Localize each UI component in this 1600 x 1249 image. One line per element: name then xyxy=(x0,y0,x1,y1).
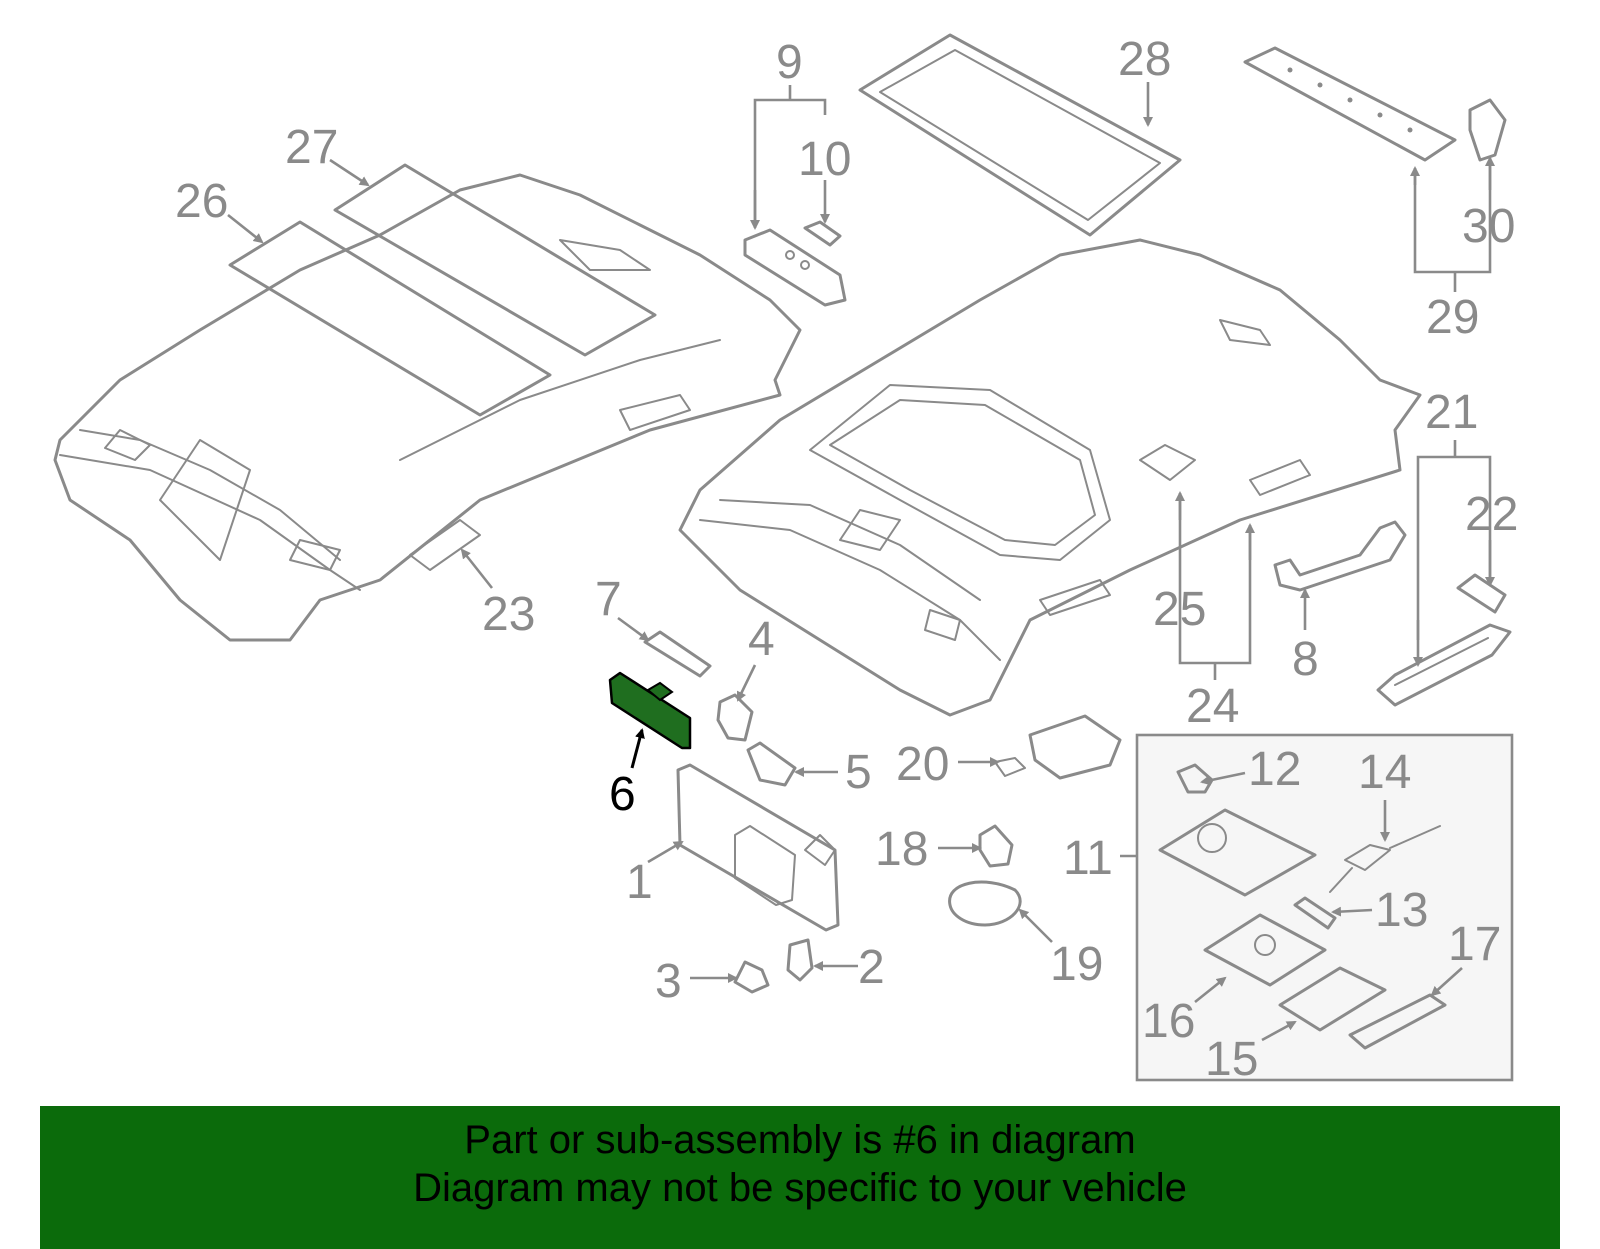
callout-22: 22 xyxy=(1465,488,1518,541)
clip-part-30 xyxy=(1468,98,1507,162)
callout-21: 21 xyxy=(1425,386,1478,439)
callout-8: 8 xyxy=(1292,633,1319,686)
screw-part-2 xyxy=(786,938,814,982)
callout-29: 29 xyxy=(1426,291,1479,344)
callout-26: 26 xyxy=(175,175,228,228)
callout-20: 20 xyxy=(896,738,949,791)
callout-3: 3 xyxy=(655,955,682,1008)
leader-lines xyxy=(227,82,1495,1042)
callout-18: 18 xyxy=(875,823,928,876)
callout-14: 14 xyxy=(1358,746,1411,799)
headliner-pad-part-27 xyxy=(333,163,657,357)
sun-visor-part-1 xyxy=(676,763,840,932)
callout-15: 15 xyxy=(1205,1033,1258,1086)
callout-24: 24 xyxy=(1186,680,1239,733)
callout-7: 7 xyxy=(595,573,622,626)
callout-5: 5 xyxy=(845,746,872,799)
bracket-part-7 xyxy=(643,630,712,678)
callout-13: 13 xyxy=(1375,884,1428,937)
callout-4: 4 xyxy=(748,613,775,666)
callout-17: 17 xyxy=(1448,918,1501,971)
mirror-part-6-highlighted xyxy=(608,671,692,750)
callout-25: 25 xyxy=(1153,583,1206,636)
callout-10: 10 xyxy=(798,133,851,186)
grab-handle-part-8 xyxy=(1273,520,1407,592)
callout-12: 12 xyxy=(1248,743,1301,796)
mount-part-4 xyxy=(716,693,754,742)
callout-16: 16 xyxy=(1142,995,1195,1048)
callout-27: 27 xyxy=(285,121,338,174)
lamp-part-21 xyxy=(1376,623,1512,707)
callout-6: 6 xyxy=(609,768,636,821)
bulb-part-10 xyxy=(803,220,842,247)
bracket-part-18 xyxy=(978,824,1014,868)
callout-1: 1 xyxy=(626,856,653,909)
info-banner: Part or sub-assembly is #6 in diagram Di… xyxy=(40,1106,1560,1249)
module-part-20 xyxy=(994,714,1122,780)
sunroof-frame-part-28 xyxy=(858,33,1182,237)
assembly-box-part-11 xyxy=(1135,733,1514,1082)
cover-part-5 xyxy=(746,741,797,787)
callout-28: 28 xyxy=(1118,33,1171,86)
callout-23: 23 xyxy=(482,588,535,641)
headliner-left-part-23 xyxy=(53,173,802,642)
headliner-pad-part-26 xyxy=(228,220,552,417)
strip-part-29 xyxy=(1243,46,1457,162)
callout-11: 11 xyxy=(1063,832,1113,885)
banner-line-2: Diagram may not be specific to your vehi… xyxy=(413,1166,1187,1210)
lamp-housing-part-9 xyxy=(743,228,847,307)
callout-19: 19 xyxy=(1050,938,1103,991)
clip-part-3 xyxy=(733,960,770,994)
callout-30: 30 xyxy=(1462,200,1515,253)
callout-9: 9 xyxy=(776,36,803,89)
microphone-part-19 xyxy=(948,880,1022,927)
callout-labels: 1 2 3 4 5 6 7 8 9 10 11 12 13 14 15 16 1… xyxy=(175,33,1518,1086)
headliner-right-part-24 xyxy=(678,238,1422,717)
callout-2: 2 xyxy=(858,941,885,994)
bulb-part-22 xyxy=(1456,573,1507,614)
banner-line-1: Part or sub-assembly is #6 in diagram xyxy=(464,1118,1136,1162)
